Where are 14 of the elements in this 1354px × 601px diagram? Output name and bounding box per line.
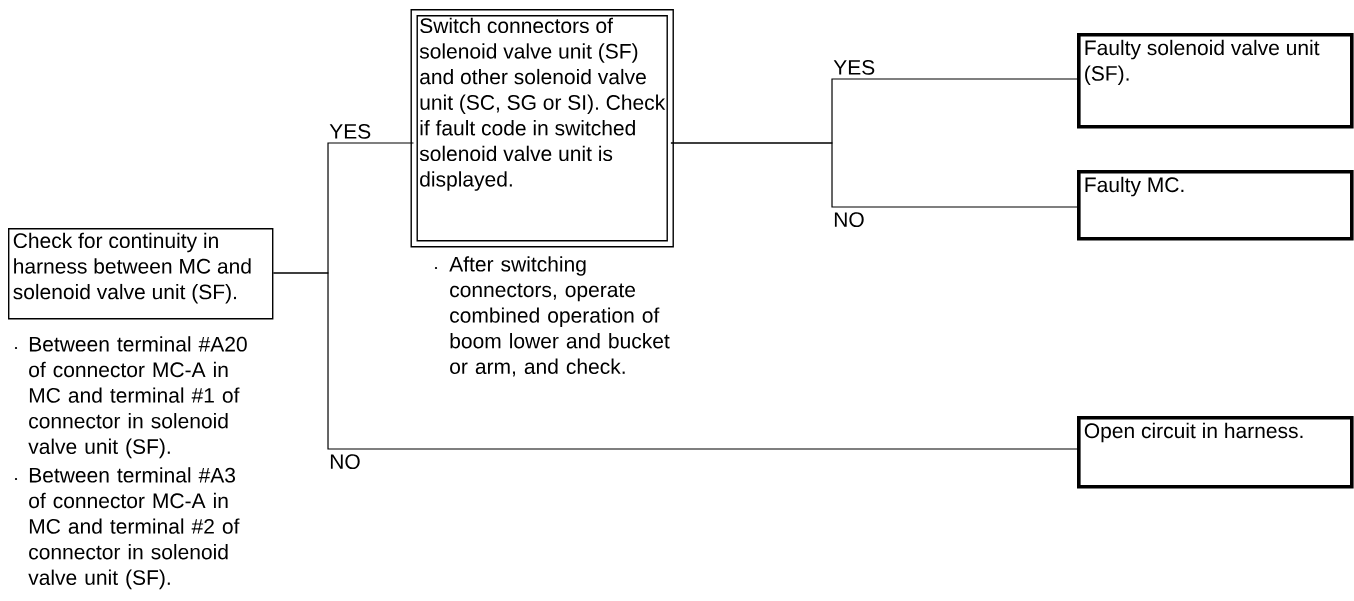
process-box: Check for continuity in harness between MC and solenoid valve unit (SF). [8, 228, 274, 320]
edge-label: NO [832, 211, 866, 229]
result-box: Faulty MC. [1077, 170, 1354, 241]
note-text: Between terminal #A20 of connector MC-A in MC and terminal #1 of connector in solenoid valve unit (SF). [28, 336, 247, 459]
result-box: Faulty solenoid valve unit (SF). [1077, 33, 1354, 129]
connector [272, 272, 1078, 450]
note-text: Between terminal #A3 of connector MC-A in MC and terminal #2 of connector in solenoid valve unit (SF). [28, 467, 240, 590]
connector [670, 142, 1078, 208]
edge-label: NO [328, 453, 362, 471]
edge-label: YES [832, 58, 877, 76]
edge-label: YES [328, 122, 373, 140]
note-text: After switching connectors, operate combined operation of boom lower and bucket or arm, and check. [449, 256, 670, 377]
result-box: Open circuit in harness. [1077, 416, 1354, 489]
check-box: Switch connectors of solenoid valve unit (SF) and other solenoid valve unit (SC, SG or SI). Check if fault code in switched solenoid valve unit is displayed. [410, 9, 674, 248]
